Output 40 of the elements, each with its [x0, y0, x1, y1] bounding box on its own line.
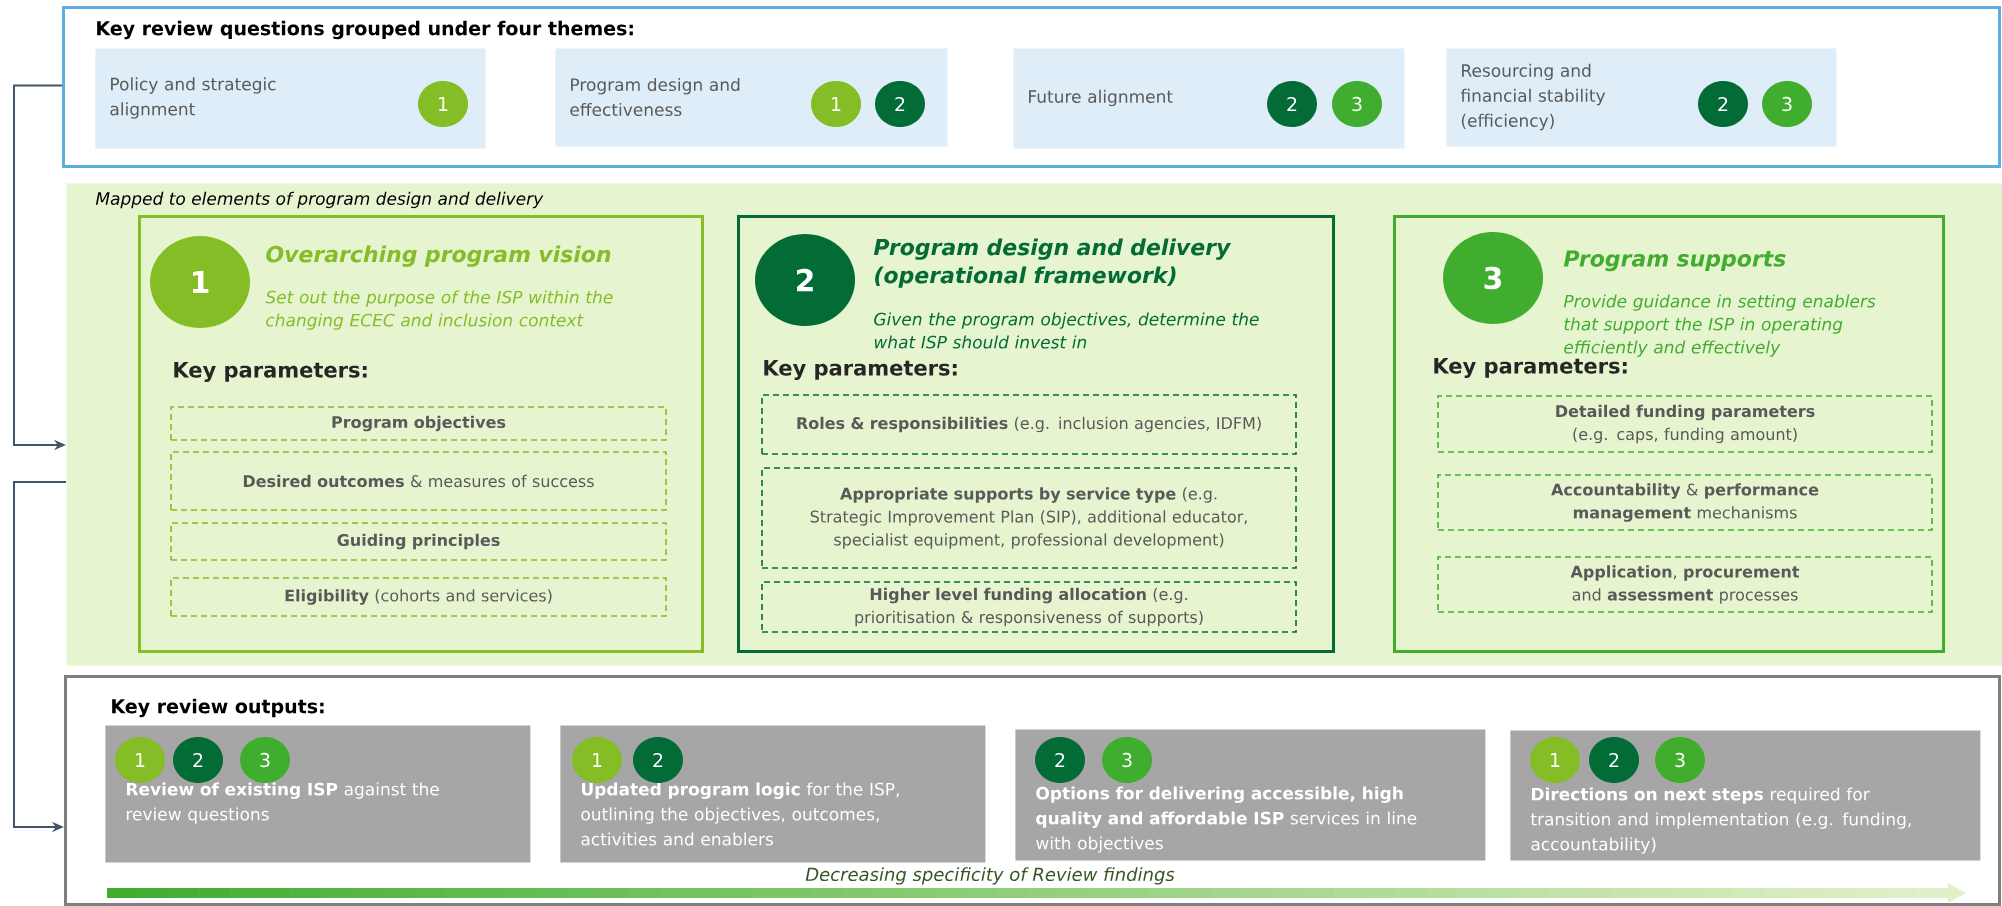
number-badge: 2 [1698, 81, 1748, 127]
number-badge: 3 [1655, 737, 1705, 783]
parameter-box: Roles & responsibilities (e.g. inclusion agencies, IDFM) [761, 394, 1297, 455]
parameter-box: Guiding principles [170, 522, 667, 561]
number-badge: 1 [572, 737, 622, 783]
number-badge: 3 [240, 737, 290, 783]
element-description: Given the program objectives, determine the what ISP should invest in [874, 312, 1259, 349]
parameter-box: Program objectives [170, 406, 667, 441]
parameter-box: Appropriate supports by service type (e.g. Strategic Improvement Plan (SIP), additional educator, specialist equipment, professional development) [761, 467, 1297, 569]
number-badge: 2 [1035, 737, 1085, 783]
number-badge: 1 [811, 81, 861, 127]
element-title: Program supports [1563, 250, 1786, 272]
arrow-label: Decreasing specificity of Review findings [805, 867, 1175, 885]
element-panel [737, 215, 1335, 653]
number-badge: 2 [875, 81, 925, 127]
number-badge: 2 [1267, 81, 1317, 127]
number-badge: 2 [173, 737, 223, 783]
element-title: Overarching program vision [266, 245, 611, 267]
number-badge: 1 [1530, 737, 1580, 783]
number-badge: 2 [1589, 737, 1639, 783]
number-badge: 3 [1102, 737, 1152, 783]
element-description: Provide guidance in setting enablers that support the ISP in operating efficiently and effectively [1563, 294, 1876, 357]
number-badge: 1 [115, 737, 165, 783]
number-badge: 3 [1762, 81, 1812, 127]
number-badge: 2 [633, 737, 683, 783]
number-badge: 1 [418, 81, 468, 127]
element-panel [138, 215, 704, 653]
parameter-box: Accountability & performance management mechanisms [1437, 474, 1933, 531]
parameter-box: Higher level funding allocation (e.g. prioritisation & responsiveness of supports) [761, 581, 1297, 633]
section-heading: Key parameters: [1434, 358, 1627, 378]
element-description: Set out the purpose of the ISP within the changing ECEC and inclusion context [265, 290, 613, 330]
parameter-box: Application, procurement and assessment processes [1437, 556, 1933, 613]
section-heading: Key parameters: [764, 360, 957, 380]
element-title: Program design and delivery (operational framework) [873, 238, 1232, 288]
parameter-box: Detailed funding parameters (e.g. caps, funding amount) [1437, 395, 1933, 453]
element-panel [1393, 215, 1945, 653]
parameter-box: Eligibility (cohorts and services) [170, 577, 667, 617]
section-heading: Key parameters: [174, 362, 367, 382]
number-badge: 3 [1332, 81, 1382, 127]
parameter-box: Desired outcomes & measures of success [170, 451, 667, 511]
